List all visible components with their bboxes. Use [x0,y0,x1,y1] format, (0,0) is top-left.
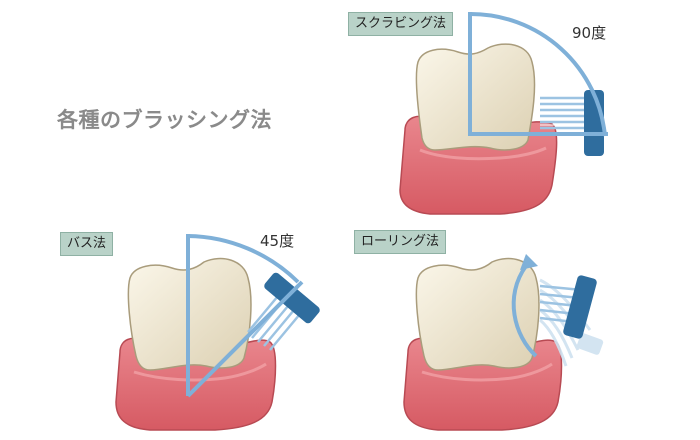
scrubbing-method-label: スクラビング法 [348,12,454,36]
gum-highlight [421,362,553,382]
toothbrush-head [584,90,604,156]
angle-arc-45 [187,234,300,284]
toothbrush-head-faded [576,333,604,355]
rolling-diagram [403,254,604,431]
angle-45-label: 45度 [260,232,295,250]
gum-highlight [419,146,547,161]
angle-arc-90 [469,11,607,137]
arrow-head-icon [520,254,538,270]
bristles [540,96,588,130]
rolling-arrow [511,264,538,358]
tooth [415,257,540,371]
rolling-method-label: ローリング法 [354,230,447,254]
scrubbing-diagram [399,11,608,215]
gum-highlight [133,362,267,382]
bass-diagram [115,234,320,431]
angle-90-label: 90度 [572,24,607,42]
toothbrush-head [264,272,320,324]
tooth [415,43,536,151]
rolling-motion-trail [539,278,592,367]
bass-method-label: バス法 [60,232,114,256]
page-title: 各種のブラッシング法 [57,108,272,132]
angle-guide-diagonal [186,280,304,398]
toothbrush-head [563,275,597,339]
